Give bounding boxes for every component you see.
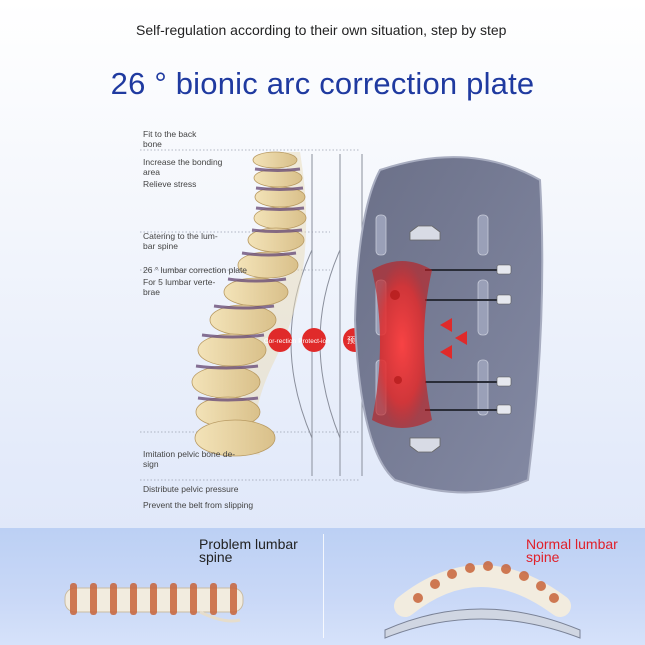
comparison-illustration xyxy=(64,561,581,639)
product-figure: Cor-rection Protect-ion 预防 xyxy=(0,120,645,520)
comparison-divider xyxy=(323,534,324,638)
label-catering-lumbar-spine: Catering to the lum-bar spine xyxy=(143,231,218,251)
label-five-lumbar-vertebrae: For 5 lumbar verte-brae xyxy=(143,277,216,297)
spine-comparison-panel: Problem lumbar spine Normal lumbar spine xyxy=(0,528,645,645)
badge-correction-text: Cor-rection xyxy=(264,338,297,345)
normal-spine-label: Normal lumbar spine xyxy=(526,536,618,565)
label-distribute-pelvic-pressure: Distribute pelvic pressure xyxy=(143,484,239,494)
badge-group: Cor-rection Protect-ion 预防 xyxy=(264,328,367,352)
protection-badge xyxy=(302,328,326,352)
label-relieve-stress: Relieve stress xyxy=(143,179,197,189)
intro-text: Self-regulation according to their own s… xyxy=(136,22,507,38)
normal-spine-model xyxy=(384,561,581,639)
label-imitation-pelvic-bone: Imitation pelvic bone de-sign xyxy=(143,449,236,469)
correction-badge xyxy=(268,328,292,352)
label-fit-back-bone: Fit to the back bone xyxy=(143,129,197,149)
problem-spine-model xyxy=(64,583,244,623)
label-lumbar-correction-plate: 26 ° lumbar correction plate xyxy=(143,265,248,275)
label-prevent-belt-slipping: Prevent the belt from slipping xyxy=(143,500,254,510)
label-increase-bonding-area: Increase the bonding area xyxy=(143,157,223,177)
correction-plate xyxy=(353,156,544,494)
badge-protection-text: Protect-ion xyxy=(298,338,330,345)
spine-model xyxy=(191,151,307,457)
page-headline: 26 ° bionic arc correction plate xyxy=(110,66,535,101)
problem-spine-label: Problem lumbar spine xyxy=(199,536,298,565)
illustration: Cor-rection Protect-ion 预防 xyxy=(140,149,544,494)
